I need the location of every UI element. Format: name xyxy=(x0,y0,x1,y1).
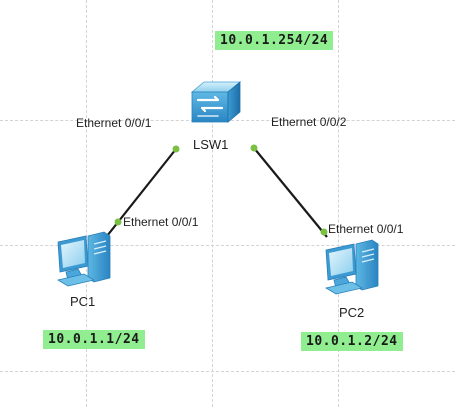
switch-name-label: LSW1 xyxy=(193,137,229,152)
grid-line xyxy=(86,0,87,407)
grid-line xyxy=(212,0,213,407)
pc2-name-label: PC2 xyxy=(339,305,365,320)
port-label-lsw1-pc2: Ethernet 0/0/2 xyxy=(271,115,347,129)
grid-line xyxy=(0,245,455,246)
pc2-icon[interactable] xyxy=(322,236,384,298)
port-dot-lsw1-e001 xyxy=(172,145,180,153)
pc1-icon[interactable] xyxy=(54,228,116,290)
grid-line xyxy=(338,0,339,407)
port-dot-pc1-e001 xyxy=(114,218,122,226)
switch-icon[interactable] xyxy=(190,78,246,130)
port-dot-pc2-e001 xyxy=(320,228,328,236)
port-label-lsw1-pc1: Ethernet 0/0/1 xyxy=(76,116,152,130)
grid-line xyxy=(0,371,455,372)
port-label-pc2: Ethernet 0/0/1 xyxy=(328,222,404,236)
link-lsw1-pc2[interactable] xyxy=(253,147,328,238)
pc2-ip-label: 10.0.1.2/24 xyxy=(301,332,403,351)
port-dot-lsw1-e002 xyxy=(250,144,258,152)
switch-ip-label: 10.0.1.254/24 xyxy=(215,31,334,50)
pc1-name-label: PC1 xyxy=(70,294,96,309)
pc1-ip-label: 10.0.1.1/24 xyxy=(43,330,145,349)
port-label-pc1: Ethernet 0/0/1 xyxy=(123,215,199,229)
